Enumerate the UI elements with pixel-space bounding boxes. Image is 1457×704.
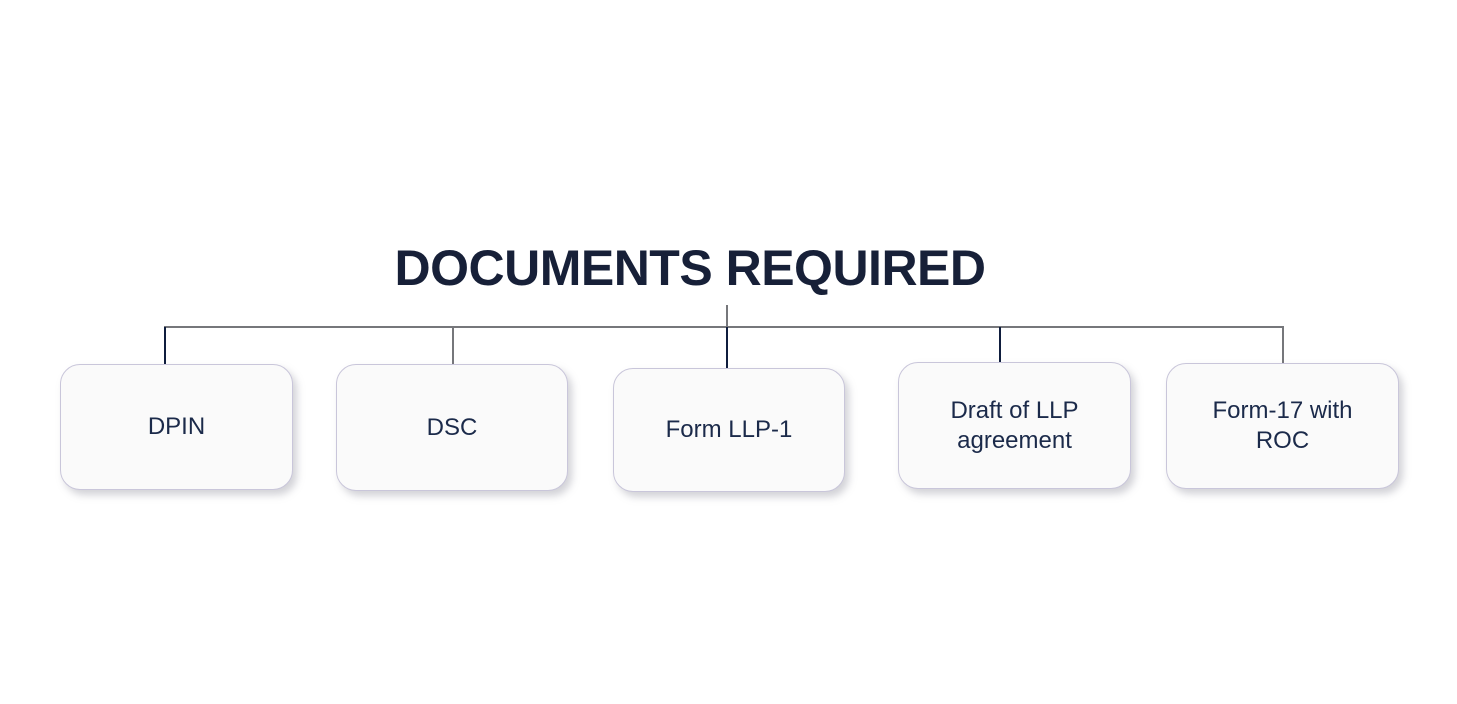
- connector-drop-draft-agreement: [999, 327, 1001, 363]
- connector-drop-form-llp-1: [726, 327, 728, 369]
- document-node-form-llp-1: Form LLP-1: [613, 368, 845, 492]
- document-node-dsc: DSC: [336, 364, 568, 491]
- document-node-form-17: Form-17 with ROC: [1166, 363, 1399, 489]
- node-label: DPIN: [147, 413, 206, 440]
- document-node-dpin: DPIN: [60, 364, 293, 490]
- node-label: Form-17 with ROC: [1212, 397, 1353, 454]
- node-label: Form LLP-1: [665, 416, 793, 443]
- connector-horizontal-bar: [164, 326, 1284, 328]
- document-node-draft-agreement: Draft of LLP agreement: [898, 362, 1131, 489]
- connector-trunk: [726, 305, 728, 327]
- node-label: DSC: [426, 413, 478, 441]
- connector-drop-dsc: [452, 327, 454, 365]
- connector-drop-form-17: [1282, 327, 1284, 365]
- node-label: Draft of LLP agreement: [950, 396, 1079, 454]
- connector-drop-dpin: [164, 327, 166, 365]
- diagram-title: DOCUMENTS REQUIRED: [394, 240, 986, 296]
